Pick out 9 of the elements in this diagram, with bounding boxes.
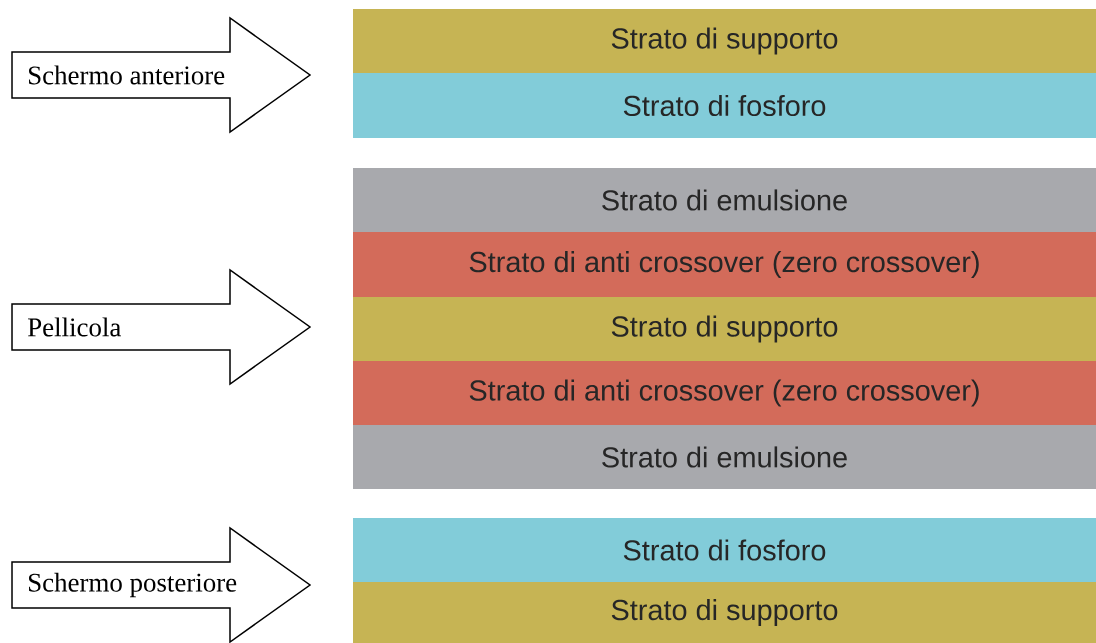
layer-band: Strato di anti crossover (zero crossover) — [353, 361, 1096, 425]
layer-band: Strato di supporto — [353, 9, 1096, 73]
layer-band: Strato di fosforo — [353, 518, 1096, 582]
layer-band: Strato di emulsione — [353, 168, 1096, 232]
layer-band: Strato di supporto — [353, 297, 1096, 361]
layer-band: Strato di supporto — [353, 582, 1096, 643]
layer-band: Strato di anti crossover (zero crossover) — [353, 232, 1096, 297]
layer-band: Strato di fosforo — [353, 73, 1096, 138]
layer-band: Strato di emulsione — [353, 425, 1096, 489]
